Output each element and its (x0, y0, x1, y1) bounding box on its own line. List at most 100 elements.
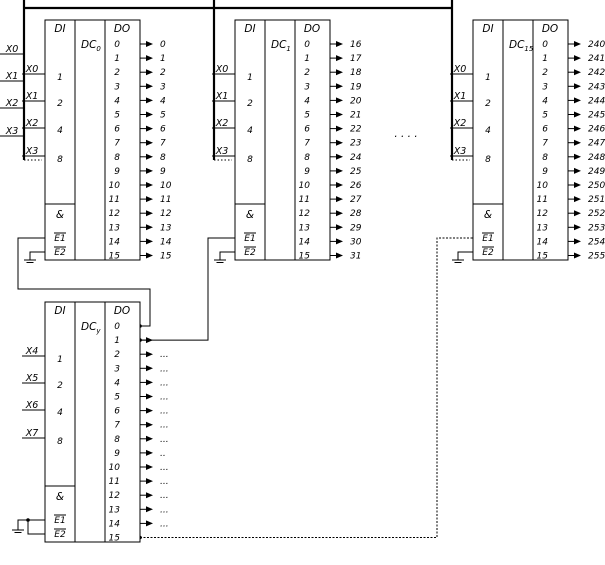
dc1-do-pin-10: 10 (299, 181, 311, 191)
dc0-input-label-0: X0 (25, 64, 39, 75)
dc15-out-arrow-3 (574, 83, 581, 90)
dc1-out-label-11: 27 (350, 195, 362, 205)
dcy-do-pin-13: 13 (109, 505, 121, 515)
dc0-out-label-10: 10 (160, 181, 172, 191)
dc15-out-arrow-0 (574, 41, 581, 47)
dc1-input-label-3: X3 (215, 146, 229, 157)
dc1-out-label-12: 28 (350, 209, 362, 219)
dc0-do-pin-4: 4 (114, 96, 120, 106)
dcy-e1-ground-wire (17, 519, 45, 530)
dc0-do-pin-14: 14 (109, 237, 121, 247)
dc15-out-arrow-10 (574, 182, 581, 188)
dcy-name-sub: y (95, 327, 101, 335)
dc15-name-sub: 15 (524, 45, 533, 53)
dc1-out-arrow-15 (336, 252, 343, 259)
dc1-out-arrow-10 (336, 182, 343, 188)
dc15-out-label-14: 254 (588, 237, 605, 247)
dc1-do-pin-8: 8 (304, 153, 310, 163)
dc0-out-label-5: 5 (160, 111, 166, 121)
dc1-out-label-6: 22 (350, 125, 362, 135)
dc15-input-label-1: X1 (453, 91, 467, 102)
dc1-out-arrow-9 (336, 167, 343, 174)
dcy-out-arrow-9 (146, 449, 153, 456)
dc0-out-arrow-5 (146, 111, 153, 118)
dc0-do-pin-10: 10 (109, 181, 121, 191)
dcy-enable-node (26, 518, 30, 522)
dc15-do-pin-8: 8 (542, 153, 548, 163)
dc1-e2-ground-wire (219, 251, 235, 260)
dc1-out-arrow-11 (336, 196, 343, 203)
dc1-input-label-2: X2 (215, 118, 229, 129)
dcy-body (74, 301, 106, 543)
dc1-do-pin-12: 12 (299, 209, 311, 219)
dc1-di-weight-4: 4 (247, 126, 253, 136)
dc15-out-label-11: 251 (588, 195, 605, 205)
dc0-out-arrow-6 (146, 125, 153, 132)
dc1-out-label-15: 31 (350, 252, 361, 262)
dc1-out-label-7: 23 (350, 139, 362, 149)
dc1-do-pin-1: 1 (304, 54, 310, 64)
dc0-do-pin-13: 13 (109, 223, 121, 233)
dc0-out-label-14: 14 (160, 237, 172, 247)
dc1-out-arrow-5 (336, 111, 343, 118)
dc15-do-pin-14: 14 (537, 237, 549, 247)
dc1-out-arrow-4 (336, 97, 343, 104)
dc0-out-arrow-7 (146, 139, 153, 146)
dc15-do-pin-7: 7 (542, 139, 548, 149)
dcy-out-arrow-12 (146, 492, 153, 499)
external-input-label-1: X1 (5, 71, 19, 82)
dc1-do-pin-14: 14 (299, 237, 311, 247)
dc15-out-label-0: 240 (588, 40, 605, 50)
dc15-di-section (472, 19, 504, 261)
dc0-name-sub: 0 (96, 45, 101, 53)
dcy-do-pin-4: 4 (114, 378, 120, 388)
dc15-do-pin-5: 5 (542, 111, 548, 121)
dcy-out-label-14: ... (160, 519, 169, 529)
dc15-out-label-10: 250 (588, 181, 605, 191)
dc1-out-arrow-0 (336, 41, 343, 47)
dcy-do-pin-8: 8 (114, 435, 120, 445)
dc15-do-pin-2: 2 (542, 68, 548, 78)
dc15-e1-label: E1 (482, 234, 493, 244)
dc1-input-label-1: X1 (215, 91, 229, 102)
dc0-di-weight-2: 2 (57, 99, 63, 109)
dc1-do-pin-6: 6 (304, 125, 310, 135)
dc0-out-arrow-2 (146, 69, 153, 76)
dcy-e1-label: E1 (54, 516, 65, 526)
dc15-do-pin-6: 6 (542, 125, 548, 135)
dc1-out-arrow-1 (336, 55, 343, 62)
dcy-out-arrow-3 (146, 365, 153, 372)
dc0-body (74, 19, 106, 261)
dc0-out-label-0: 0 (160, 40, 166, 50)
wire-dcy-out0-to-dc0-e1 (17, 237, 151, 327)
dc0-di-header: DI (54, 23, 65, 35)
dcy-do-pin-9: 9 (114, 449, 120, 459)
dc1-out-label-3: 19 (350, 82, 362, 92)
dc15-out-arrow-1 (574, 55, 581, 62)
dcy-input-label-0: X4 (25, 346, 39, 357)
dcy-di-weight-1: 1 (57, 355, 63, 365)
dc1-out-label-10: 26 (350, 181, 362, 191)
dc15-name-main: DC (509, 39, 525, 51)
dcy-input-label-3: X7 (25, 428, 39, 439)
dc1-do-section (294, 19, 331, 261)
wire-dcy-out15-to-dc15-e1 (140, 237, 473, 538)
dc0-out-arrow-10 (146, 182, 153, 188)
dcy-di-weight-8: 8 (57, 437, 63, 447)
dcy-e2-label: E2 (54, 530, 66, 540)
dc15-e2-label: E2 (482, 248, 494, 258)
dcy-out-arrow-7 (146, 421, 153, 428)
dc1-do-pin-5: 5 (304, 111, 310, 121)
dc15-name: DC15 (509, 39, 534, 53)
dc1-do-pin-7: 7 (304, 139, 310, 149)
dc15-out-arrow-6 (574, 125, 581, 132)
dc15-do-pin-15: 15 (537, 252, 549, 262)
dc15-out-arrow-14 (574, 238, 581, 245)
dc0-out-arrow-1 (146, 55, 153, 62)
dcy-do-pin-3: 3 (114, 364, 120, 374)
dc15-out-label-9: 249 (588, 167, 605, 177)
dcy-out-label-9: .. (160, 449, 166, 459)
dcy-do-pin-7: 7 (114, 421, 120, 431)
dc1-name-main: DC (271, 39, 287, 51)
